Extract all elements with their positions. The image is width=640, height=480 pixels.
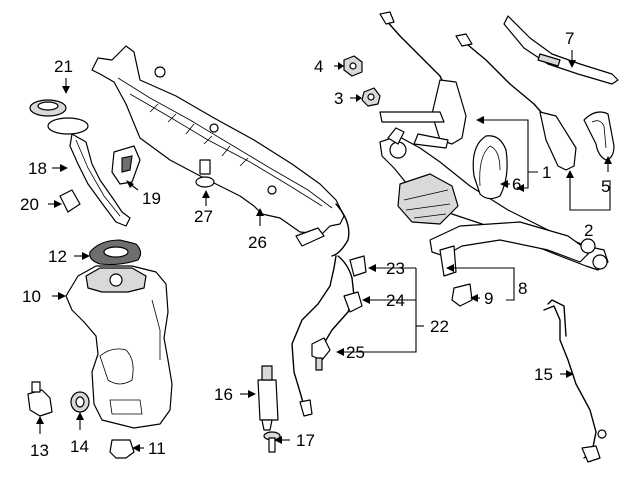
arm-cap-loop	[472, 135, 508, 200]
callout-11: 11	[148, 439, 166, 458]
callout-15: 15	[534, 365, 553, 384]
callout-13: 13	[30, 441, 49, 460]
washer-hose	[291, 255, 355, 417]
connector-b	[343, 291, 363, 313]
seal	[89, 239, 142, 266]
rear-hose	[543, 299, 607, 463]
retainer-clip	[451, 283, 473, 307]
push-clip	[195, 159, 215, 188]
callout-labels: 1 2 3 4 5 6 7 8 9 10 11 12 13 14 15 16 1…	[20, 29, 610, 460]
hose-clip	[59, 189, 81, 213]
callout-10: 10	[22, 287, 41, 306]
callout-7: 7	[565, 29, 574, 48]
grommet	[111, 145, 141, 185]
wiper-arm-right	[455, 33, 577, 171]
callout-20: 20	[20, 195, 39, 214]
callout-25: 25	[346, 343, 365, 362]
level-sensor	[27, 381, 53, 417]
callout-26: 26	[248, 233, 267, 252]
callout-1: 1	[542, 163, 551, 182]
wiper-blade	[503, 15, 619, 85]
callout-14: 14	[70, 437, 89, 456]
connector-c	[311, 337, 331, 371]
callout-24: 24	[386, 291, 405, 310]
callout-8: 8	[518, 279, 527, 298]
washer-reservoir	[65, 265, 173, 429]
callout-22: 22	[430, 317, 449, 336]
leader-lines	[36, 50, 612, 452]
arm-cap	[583, 111, 615, 161]
callout-19: 19	[142, 189, 161, 208]
callout-5: 5	[601, 177, 610, 196]
callout-2: 2	[584, 221, 593, 240]
washer-cap	[29, 99, 67, 117]
callout-16: 16	[214, 385, 233, 404]
nut	[343, 55, 363, 77]
wiper-motor-linkage	[379, 127, 609, 271]
callout-23: 23	[386, 259, 405, 278]
callout-17: 17	[296, 431, 315, 450]
cap-nut	[361, 87, 381, 107]
connector-a	[349, 255, 367, 277]
callout-9: 9	[484, 289, 493, 308]
screw	[263, 431, 281, 453]
cowl-panel	[91, 45, 350, 257]
callout-3: 3	[334, 89, 343, 108]
pump-grommet	[70, 391, 90, 413]
wiper-arm-left	[379, 11, 467, 149]
callout-12: 12	[48, 247, 67, 266]
callout-18: 18	[28, 159, 47, 178]
callout-27: 27	[194, 207, 213, 226]
callout-4: 4	[314, 57, 323, 76]
drain-plug	[109, 439, 135, 459]
callout-21: 21	[54, 57, 73, 76]
filler-neck	[47, 117, 131, 227]
callout-6: 6	[512, 175, 521, 194]
washer-pump	[257, 365, 279, 431]
